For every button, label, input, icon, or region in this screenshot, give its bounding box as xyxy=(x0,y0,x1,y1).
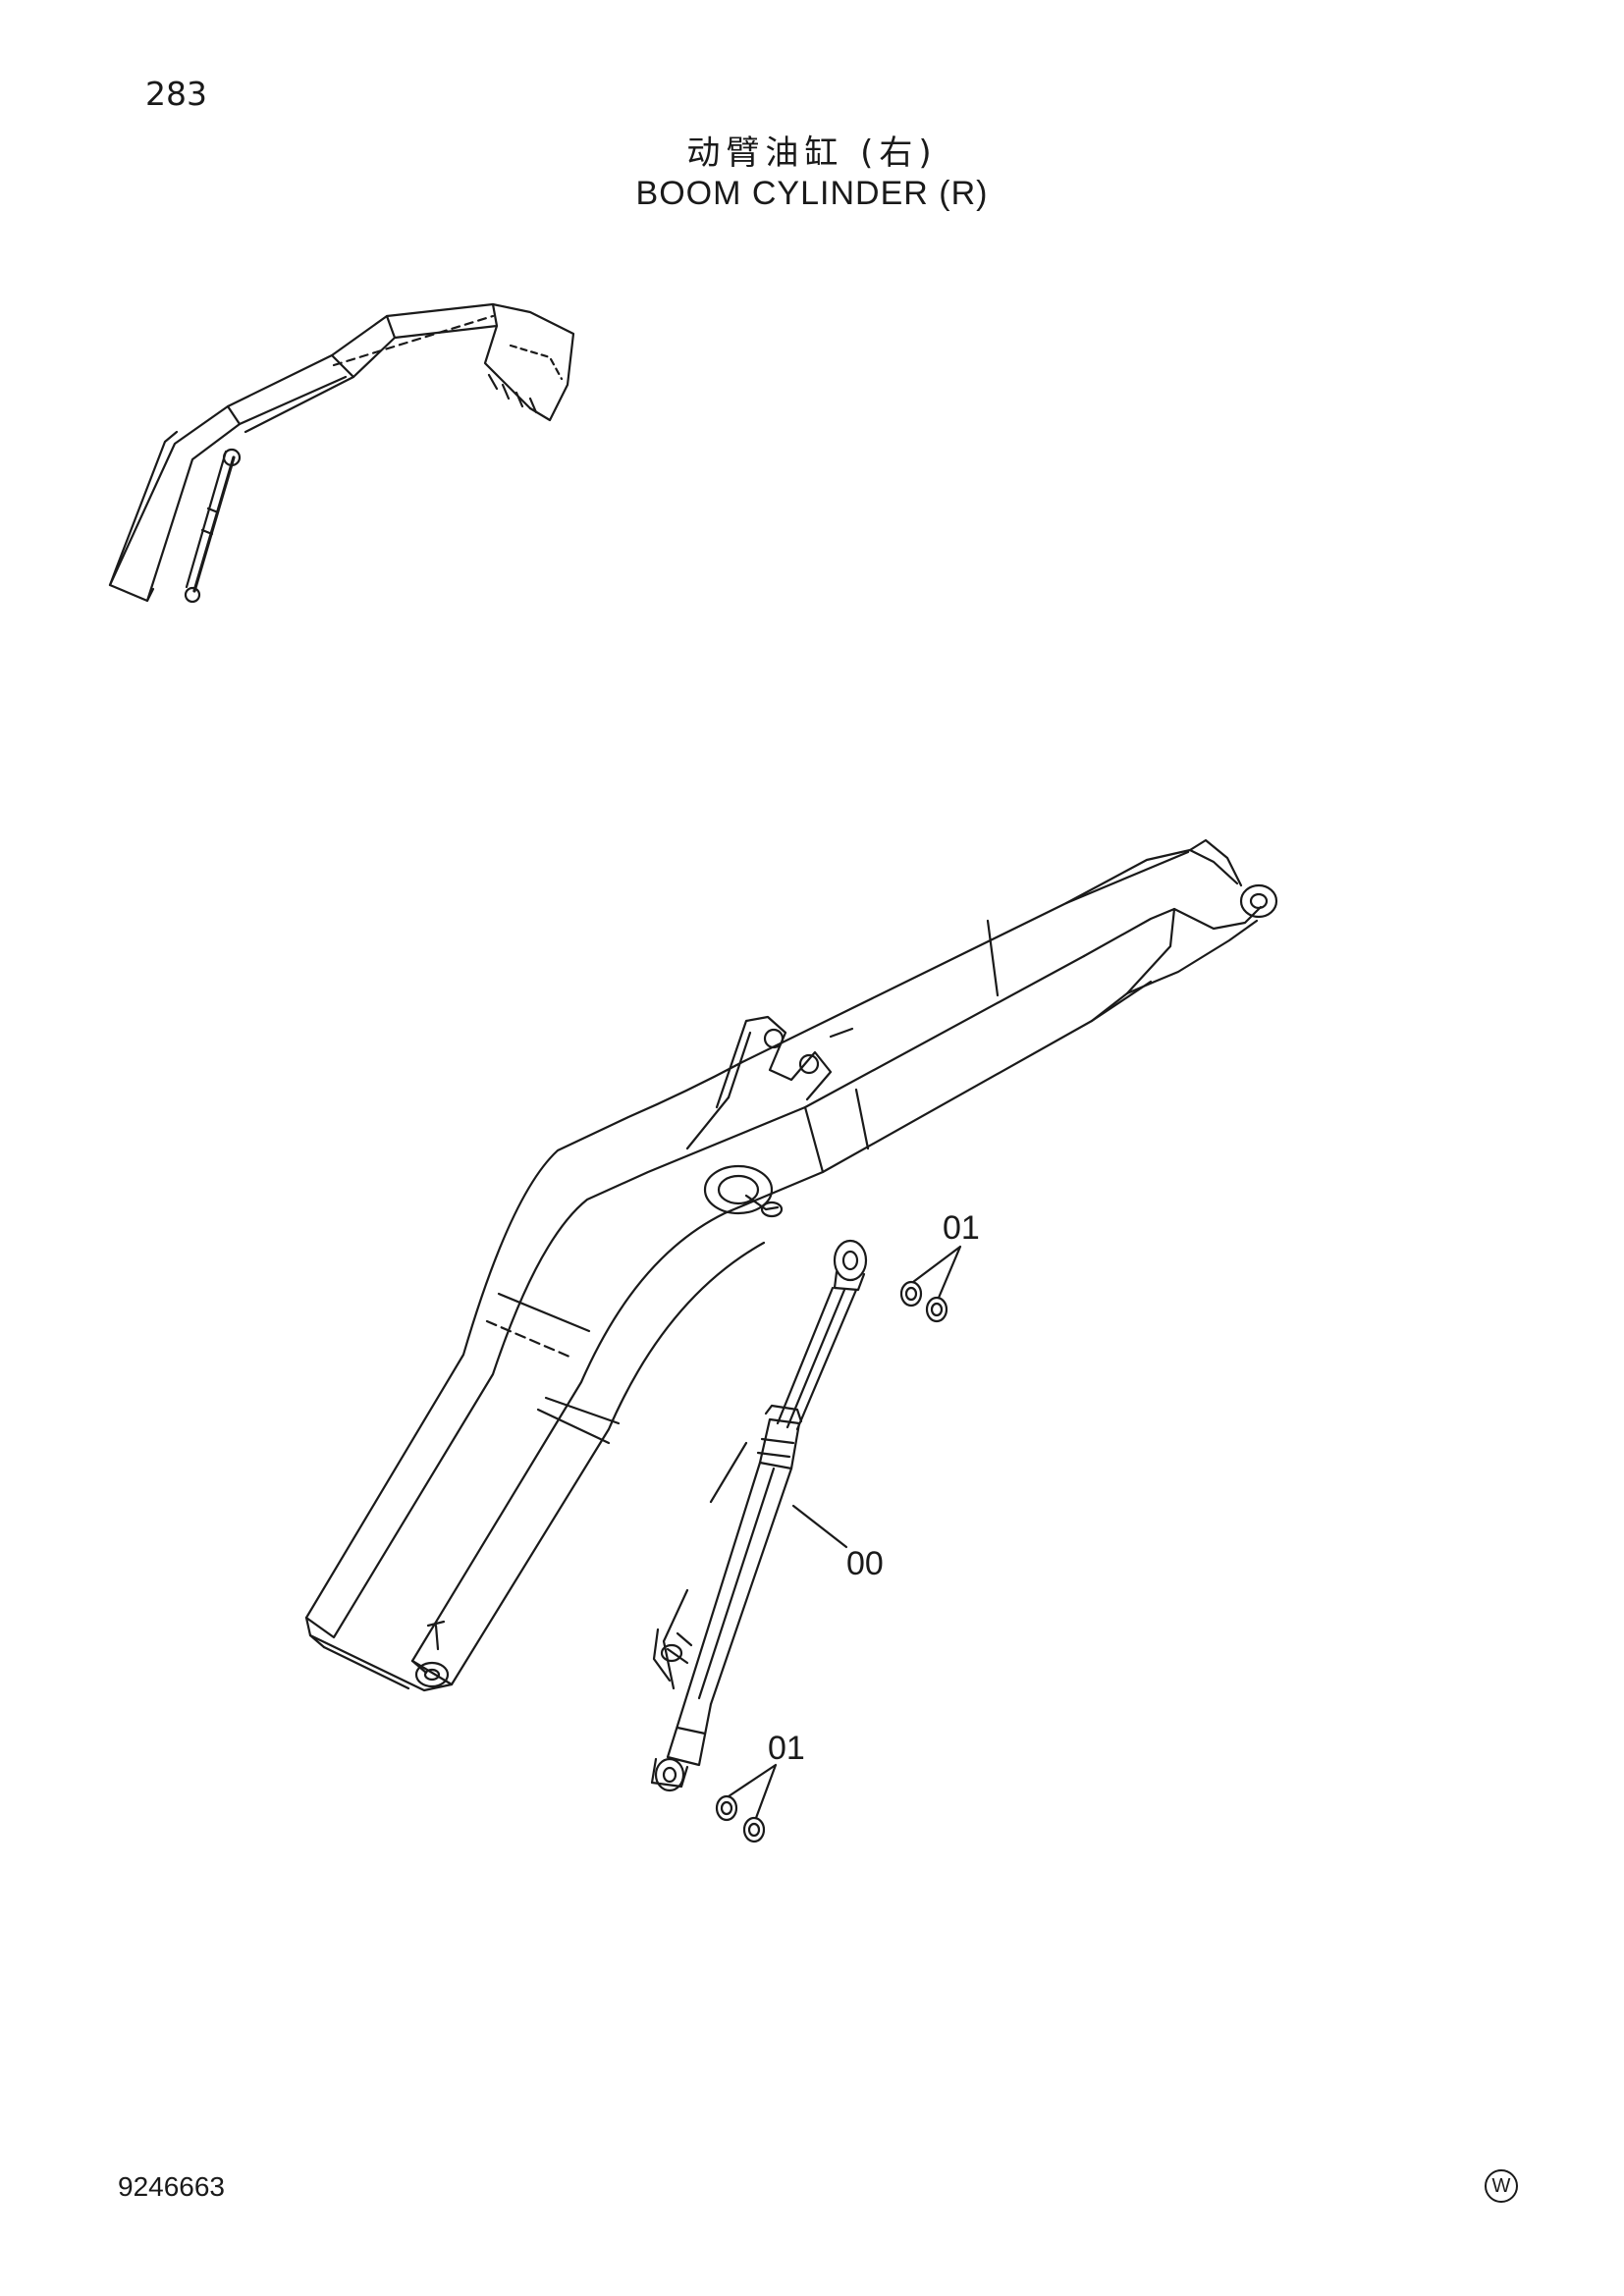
w-mark-icon: W xyxy=(1485,2169,1518,2203)
leader-line-cylinder xyxy=(791,1504,848,1549)
key-view-illustration xyxy=(108,302,575,604)
cylinder-callout: 00 xyxy=(846,1545,884,1582)
title-chinese: 动臂油缸 (右) xyxy=(686,133,938,173)
leader-line-upper-seal xyxy=(911,1245,962,1300)
drawing-code: 9246663 xyxy=(118,2171,226,2202)
seal-ring-upper-b xyxy=(925,1296,948,1323)
boom-illustration xyxy=(304,838,1278,1692)
seal-ring-lower-a xyxy=(715,1794,738,1822)
seal-ring-lower-b xyxy=(742,1816,766,1843)
lower-seal-callout: 01 xyxy=(768,1730,805,1767)
boom-cylinder-illustration xyxy=(650,1239,868,1792)
page-number: 283 xyxy=(145,75,207,113)
title-english: BOOM CYLINDER (R) xyxy=(635,175,989,212)
upper-seal-callout: 01 xyxy=(943,1209,980,1247)
leader-line-lower-seal xyxy=(727,1763,778,1820)
seal-ring-upper-a xyxy=(899,1280,923,1308)
